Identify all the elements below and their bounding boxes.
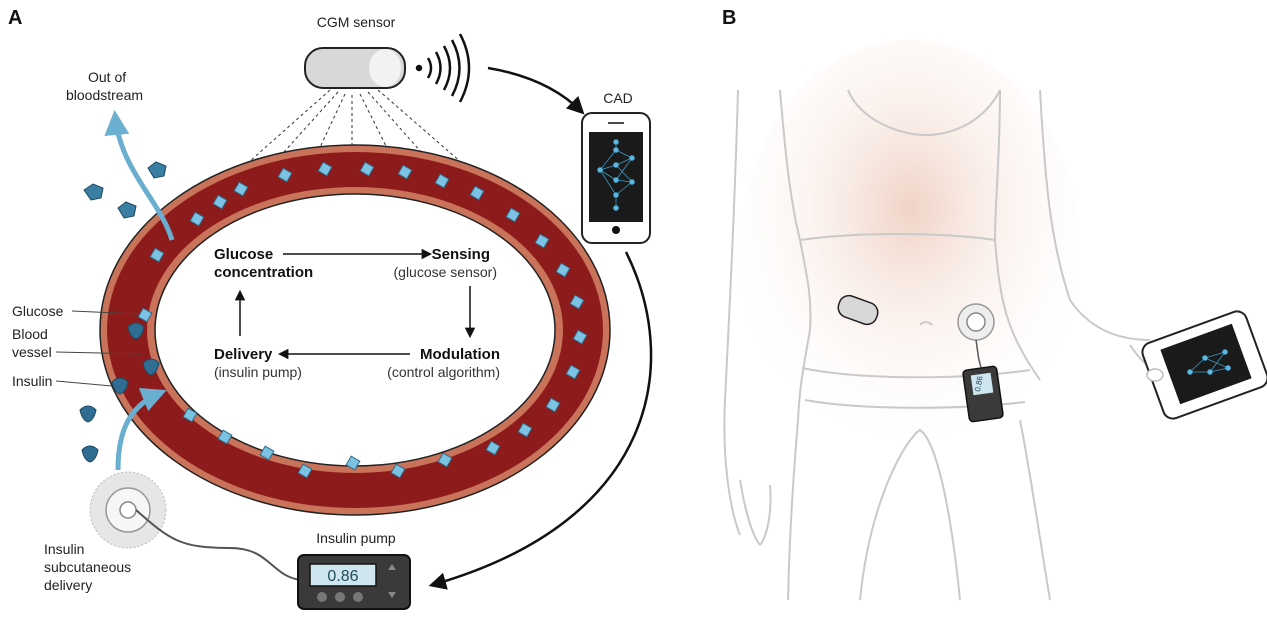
body-insulin-pump-icon <box>962 365 1004 423</box>
free-glucose <box>83 161 167 219</box>
cad-label: CAD <box>603 90 633 106</box>
pump-display-value: 0.86 <box>327 568 358 585</box>
blood-vessel-ring <box>99 144 611 516</box>
cgm-sensor-label: CGM sensor <box>317 14 396 30</box>
cad-to-pump-arrow <box>428 251 653 590</box>
body-infusion-site-icon <box>957 303 995 341</box>
infusion-site-icon <box>89 471 167 549</box>
glucose-molecules <box>137 161 588 479</box>
panel-b: B <box>722 7 1267 601</box>
wireless-signal-icon <box>415 33 471 103</box>
insulin-molecules <box>79 322 160 463</box>
body-smartphone-icon <box>1141 310 1267 420</box>
subcutaneous-label-2: subcutaneous <box>44 559 131 575</box>
loop-sensing: Sensing <box>432 246 490 263</box>
cgm-sensor-icon <box>304 47 406 89</box>
insulin-label: Insulin <box>12 373 52 389</box>
insulin-entry-arrow <box>115 387 167 471</box>
out-of-bloodstream-arrow <box>104 110 175 241</box>
body-pump-display-value: 0.86 <box>973 375 985 392</box>
tubing <box>135 509 301 581</box>
loop-delivery-sub: (insulin pump) <box>214 364 302 380</box>
control-loop: Glucose concentration Sensing (glucose s… <box>214 246 500 380</box>
sensor-to-cad-arrow <box>487 66 585 115</box>
insulin-pump-icon <box>297 554 411 610</box>
loop-modulation: Modulation <box>420 346 500 363</box>
blood-vessel-label-2: vessel <box>12 344 52 360</box>
body-outline <box>723 89 1166 601</box>
insulin-pump-label: Insulin pump <box>316 530 396 546</box>
body-cgm-sensor-icon <box>837 294 879 326</box>
loop-modulation-sub: (control algorithm) <box>387 364 500 380</box>
glucose-label: Glucose <box>12 303 64 319</box>
out-of-bloodstream-label-1: Out of <box>88 69 126 85</box>
subcutaneous-label-1: Insulin <box>44 541 84 557</box>
blood-vessel-label-1: Blood <box>12 326 48 342</box>
neural-network-icon <box>597 139 635 211</box>
panel-a-letter: A <box>8 7 22 29</box>
panel-b-letter: B <box>722 7 736 29</box>
body-neural-network-icon <box>1187 349 1231 375</box>
out-of-bloodstream-label-2: bloodstream <box>66 87 143 103</box>
loop-sensing-sub: (glucose sensor) <box>394 264 498 280</box>
loop-glucose-1: Glucose <box>214 246 273 263</box>
loop-glucose-2: concentration <box>214 264 313 281</box>
panel-a: A <box>8 7 653 610</box>
loop-delivery: Delivery <box>214 346 273 363</box>
subcutaneous-label-3: delivery <box>44 577 92 593</box>
